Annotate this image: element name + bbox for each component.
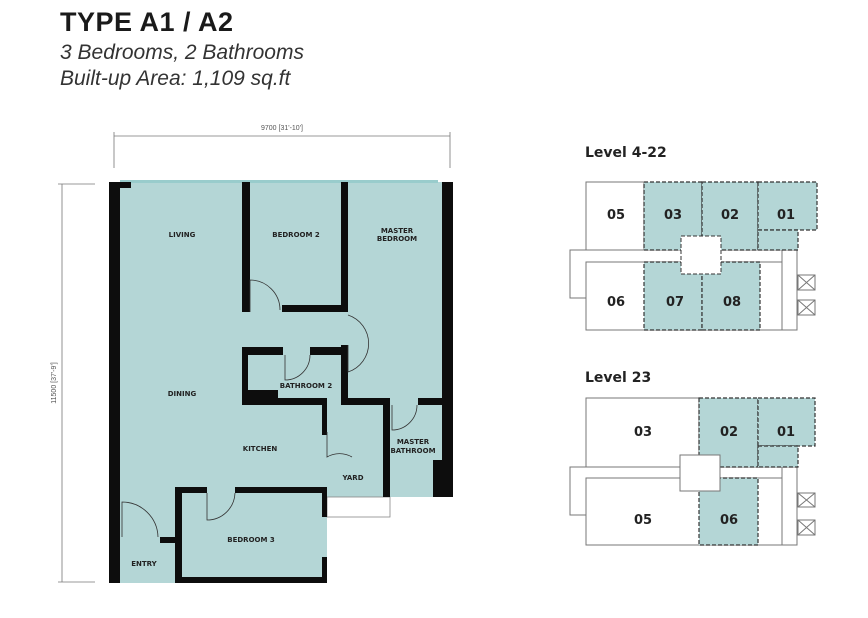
unit-01: 01 bbox=[777, 208, 795, 223]
width-dimension bbox=[113, 132, 451, 168]
rooms-summary: 3 Bedrooms, 2 Bathrooms bbox=[60, 41, 304, 64]
key-plan-level-4-22: Level 4-22 05 03 02 01 06 07 08 bbox=[569, 145, 818, 331]
room-label-master-bedroom-2: BEDROOM bbox=[377, 235, 417, 243]
room-label-master-bathroom-1: MASTER bbox=[397, 438, 430, 446]
unit-08: 08 bbox=[723, 295, 741, 310]
room-label-bathroom-2: BATHROOM 2 bbox=[280, 382, 333, 390]
unit-03: 03 bbox=[664, 208, 682, 223]
unit-05: 05 bbox=[634, 513, 652, 528]
room-label-kitchen: KITCHEN bbox=[243, 445, 278, 453]
unit-02: 02 bbox=[721, 208, 739, 223]
unit-06: 06 bbox=[720, 513, 738, 528]
key-plan-label: Level 4-22 bbox=[585, 145, 667, 161]
unit-06: 06 bbox=[607, 295, 625, 310]
unit-02: 02 bbox=[720, 425, 738, 440]
key-plan-level-23: Level 23 03 02 01 05 06 bbox=[569, 370, 816, 546]
width-dimension-label: 9700 [31'-10'] bbox=[261, 125, 303, 132]
unit-05: 05 bbox=[607, 208, 625, 223]
room-label-bedroom-2: BEDROOM 2 bbox=[272, 231, 320, 239]
room-label-dining: DINING bbox=[168, 390, 197, 398]
walls bbox=[109, 182, 453, 583]
room-label-living: LIVING bbox=[169, 231, 196, 239]
height-dimension-label: 11500 [37'-9'] bbox=[51, 362, 58, 404]
header: TYPE A1 / A2 3 Bedrooms, 2 Bathrooms Bui… bbox=[60, 4, 304, 92]
unit-03: 03 bbox=[634, 425, 652, 440]
height-dimension bbox=[58, 183, 95, 583]
unit-floor-area bbox=[120, 182, 445, 583]
door-swings bbox=[121, 279, 418, 538]
room-label-bedroom-3: BEDROOM 3 bbox=[227, 536, 275, 544]
unit-01: 01 bbox=[777, 425, 795, 440]
yard-ledge bbox=[326, 496, 391, 518]
unit-type-title: TYPE A1 / A2 bbox=[60, 7, 234, 37]
room-label-entry: ENTRY bbox=[131, 560, 157, 568]
key-plan-label: Level 23 bbox=[585, 370, 651, 386]
built-up-area: Built-up Area: 1,109 sq.ft bbox=[60, 67, 291, 90]
room-label-master-bedroom-1: MASTER bbox=[381, 227, 414, 235]
unit-07: 07 bbox=[666, 295, 684, 310]
room-label-yard: YARD bbox=[341, 474, 363, 482]
room-label-master-bathroom-2: BATHROOM bbox=[390, 447, 435, 455]
window-strip bbox=[120, 180, 438, 183]
